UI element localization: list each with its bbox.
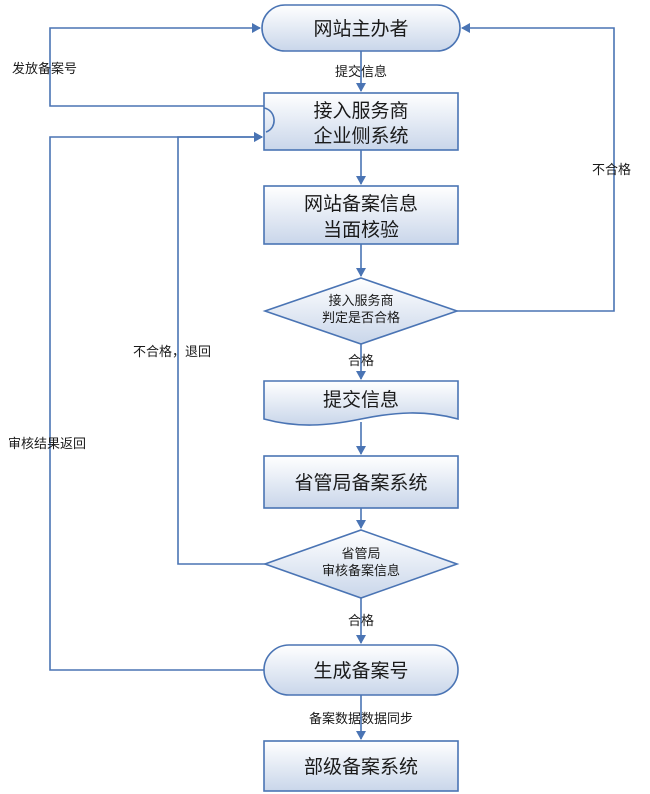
node-province-decision-label-2: 审核备案信息 — [322, 563, 400, 579]
node-ministry-system — [263, 740, 459, 792]
label-isp-fail: 不合格 — [592, 162, 631, 178]
node-ministry-system-label: 部级备案系统 — [304, 756, 418, 778]
node-province-system — [263, 455, 459, 509]
node-isp-decision-label-2: 判定是否合格 — [322, 310, 400, 326]
label-province-pass: 合格 — [348, 613, 374, 629]
label-province-fail: 不合格，退回 — [133, 344, 211, 360]
node-site-verify-label-1: 网站备案信息 — [304, 193, 418, 215]
label-submit-info: 提交信息 — [335, 64, 387, 80]
edge-isp-fail — [457, 23, 615, 312]
node-submit-doc-label: 提交信息 — [323, 389, 399, 411]
label-result-return: 审核结果返回 — [8, 437, 86, 452]
edge-isp-to-sponsor — [49, 23, 264, 107]
node-site-verify — [263, 185, 459, 245]
label-sync: 备案数据数据同步 — [309, 711, 413, 727]
edge-result-return — [49, 132, 264, 671]
node-province-system-label: 省管局备案系统 — [294, 472, 427, 494]
node-isp-system-label-2: 企业侧系统 — [313, 125, 408, 147]
node-province-decision-label-1: 省管局 — [341, 547, 380, 562]
label-issue-number: 发放备案号 — [12, 61, 77, 77]
node-generate-number-label: 生成备案号 — [313, 660, 408, 682]
node-isp-system — [263, 92, 459, 151]
node-isp-decision-label-1: 接入服务商 — [328, 293, 393, 309]
edge-isp-connector-arc — [263, 107, 275, 133]
node-isp-system-label-1: 接入服务商 — [313, 100, 408, 122]
node-sponsor-label: 网站主办者 — [313, 18, 408, 40]
node-submit-doc — [263, 380, 459, 426]
node-site-verify-label-2: 当面核验 — [323, 219, 399, 241]
label-isp-pass: 合格 — [348, 353, 374, 369]
